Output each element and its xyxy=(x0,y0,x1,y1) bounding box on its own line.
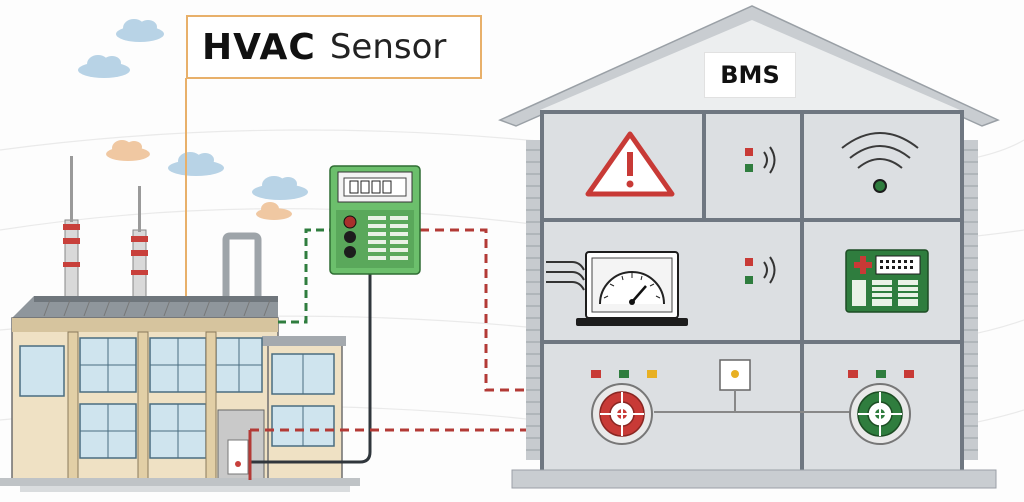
warning-icon xyxy=(585,131,675,197)
factory-building xyxy=(0,156,360,492)
target-valve-icon xyxy=(591,383,653,445)
cloud-icon xyxy=(252,176,308,200)
cloud-icon xyxy=(78,55,130,78)
target-valve-icon xyxy=(849,383,911,445)
status-indicator xyxy=(591,370,914,378)
controller-icon xyxy=(845,249,929,313)
cloud-icon xyxy=(106,140,150,161)
wifi-icon xyxy=(841,132,919,193)
sensor-wiring xyxy=(248,228,548,480)
status-indicator xyxy=(745,256,776,284)
cloud-icon xyxy=(116,19,164,42)
hvac-subtitle: Sensor xyxy=(329,27,447,67)
status-indicator xyxy=(745,146,776,174)
sensor-hub xyxy=(654,359,854,413)
hvac-title: HVAC xyxy=(202,26,316,68)
alarm-indicator xyxy=(235,461,241,467)
bms-label: BMS xyxy=(704,52,796,98)
hvac-sensor-controller xyxy=(329,165,421,275)
cloud-icon xyxy=(168,152,224,176)
hvac-sensor-label: HVAC Sensor xyxy=(186,15,482,79)
cloud-icon xyxy=(256,202,292,220)
gauge-icon xyxy=(546,251,688,326)
